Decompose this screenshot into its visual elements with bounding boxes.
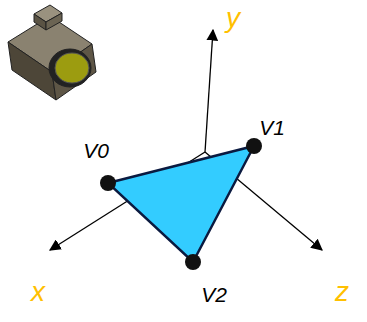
camera-icon (8, 5, 96, 100)
axis-label: z (335, 278, 349, 306)
vertex-dot (246, 138, 262, 154)
triangle (108, 146, 254, 262)
vertex-label: V0 (83, 140, 109, 161)
axis-label: y (226, 4, 240, 32)
vertex-label: V2 (201, 284, 227, 305)
vertex-label: V1 (259, 117, 285, 138)
vertex-dot (185, 254, 201, 270)
y-axis (205, 30, 213, 152)
axis-label: x (31, 278, 45, 306)
vertex-dot (100, 175, 116, 191)
